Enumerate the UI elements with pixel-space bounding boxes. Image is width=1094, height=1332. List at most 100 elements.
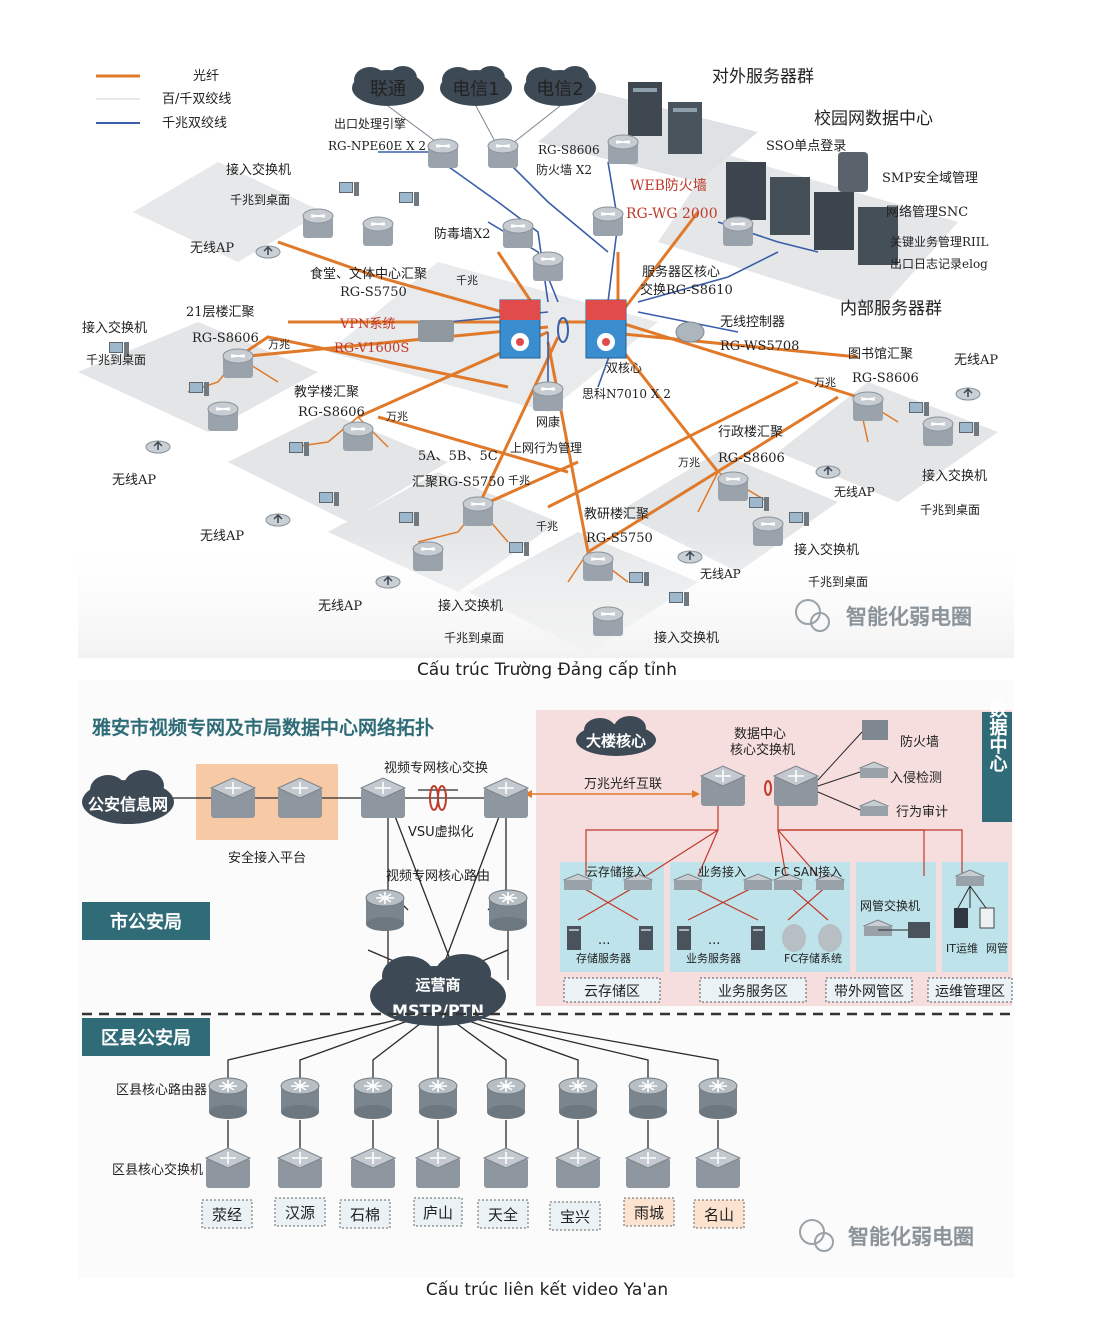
label-antivirus: 防毒墙X2 <box>434 226 491 242</box>
label-tengig: 万兆 <box>386 410 408 423</box>
label-outsvc: 对外服务器群 <box>712 67 814 87</box>
label-access-switch: 接入交换机 <box>654 630 719 646</box>
label-tengig: 万兆 <box>678 456 700 469</box>
dc-firewall <box>862 720 888 740</box>
wireless-ap-canteen <box>255 245 281 259</box>
label-gig-desk: 千兆到桌面 <box>230 193 290 207</box>
egress-engine-1 <box>427 138 459 169</box>
label-webfw1: WEB防火墙 <box>630 178 707 194</box>
label-tengig: 万兆 <box>268 338 290 351</box>
label-county-switch: 区县核心交换机 <box>112 1162 203 1178</box>
nms-laptop <box>979 907 995 929</box>
label-datacenter: 校园网数据中心 <box>814 109 933 129</box>
label-firewall: 防火墙 <box>900 734 939 750</box>
vpn-appliance <box>418 320 454 342</box>
county-bureau-label: 区县公安局 <box>101 1027 191 1049</box>
carrier-label-1: 运营商 <box>415 976 460 994</box>
teach-aggregation <box>342 421 374 452</box>
label-wireless-ap: 无线AP <box>700 567 741 581</box>
label-snc: 网络管理SNC <box>886 204 968 220</box>
it-ops-monitor <box>954 908 968 928</box>
county-name: 庐山 <box>423 1204 453 1222</box>
dual-core-switch-1 <box>499 299 541 359</box>
label-admin1: 行政楼汇聚 <box>718 425 783 440</box>
label-fc-storage: FC存储系统 <box>784 951 842 965</box>
label-webfw2: RG-WG 2000 <box>626 206 718 222</box>
label-wireless-ap: 无线AP <box>834 485 875 499</box>
server-cluster-datacenter <box>726 152 898 265</box>
watermark: 智能化弱电圈 <box>799 1219 974 1252</box>
biz-server <box>677 926 691 950</box>
label-research1: 教研楼汇聚 <box>584 506 649 522</box>
label-access-switch: 接入交换机 <box>794 542 859 558</box>
label-gig: 千兆 <box>456 274 478 287</box>
county-name: 石棉 <box>350 1206 380 1224</box>
label-sso: SSO单点登录 <box>766 139 846 154</box>
county-box-bg <box>549 1201 601 1231</box>
label-b21-2: RG-S8606 <box>192 331 259 346</box>
cloud-unicom-label: 联通 <box>370 79 406 100</box>
label-smp: SMP安全域管理 <box>882 170 978 186</box>
zone-cloud-storage: 云存储区 <box>584 984 640 1000</box>
label-dc-core1: 数据中心 <box>734 727 786 742</box>
county-name: 天全 <box>488 1206 518 1224</box>
county-box-bg <box>201 1199 253 1229</box>
legend-cat-100-1000: 百/千双绞线 <box>162 91 231 107</box>
wireless-ap-research <box>677 550 703 564</box>
cloud-unicom: 联通 <box>352 66 424 106</box>
county-router <box>628 1077 668 1120</box>
label-guard2: 上网行为管理 <box>510 440 582 455</box>
label-access-switch: 接入交换机 <box>226 162 291 178</box>
label-ids: 入侵检测 <box>890 770 942 786</box>
label-wireless-ap: 无线AP <box>112 473 156 488</box>
label-access-switch: 接入交换机 <box>438 598 503 614</box>
label-ellipsis: ... <box>598 933 610 948</box>
county-router <box>418 1077 458 1120</box>
label-research2: RG-S5750 <box>586 531 653 546</box>
label-core-router: 视频专网核心路由 <box>386 868 490 884</box>
cloud-telecom2: 电信2 <box>524 66 596 106</box>
label-teach2: RG-S8606 <box>298 405 365 420</box>
firewall-s8606 <box>607 134 639 165</box>
county-router <box>558 1077 598 1120</box>
label-biz-access: 业务接入 <box>698 864 746 879</box>
label-dc-core2: 核心交换机 <box>730 742 795 758</box>
label-secure-access: 安全接入平台 <box>228 850 306 866</box>
label-riil: 关键业务管理RIIL <box>890 234 989 249</box>
label-wireless-ap: 无线AP <box>200 529 244 544</box>
diagram2-labels: 安全接入平台 视频专网核心交换 VSU虚拟化 视频专网核心路由 万兆光纤互联 数… <box>112 727 1008 1178</box>
city-bureau-box: 市公安局 <box>82 902 210 940</box>
label-nms: 网管 <box>986 941 1008 955</box>
canteen-aggregation <box>362 216 394 247</box>
web-firewall <box>592 206 624 237</box>
label-lib2: RG-S8606 <box>852 371 919 386</box>
label-b21-1: 21层楼汇聚 <box>186 305 255 320</box>
access-switch-canteen <box>302 208 334 239</box>
cloud-carrier: 运营商 MSTP/PTN <box>370 954 506 1026</box>
label-tengig: 万兆 <box>814 376 836 389</box>
library-aggregation <box>852 391 884 422</box>
label-biz-srv: 业务服务器 <box>686 952 741 965</box>
cloud-telecom1-label: 电信1 <box>452 79 499 100</box>
label-dualcore1: 双核心 <box>606 361 642 375</box>
label-wireless-ap: 无线AP <box>190 241 234 256</box>
network-devices <box>109 134 981 637</box>
biz-server <box>751 926 765 950</box>
county-name: 名山 <box>704 1206 734 1224</box>
b5abc-aggregation <box>462 496 494 527</box>
zone-biz-service: 业务服务区 <box>718 984 788 1000</box>
zone-labels: 云存储区 业务服务区 带外网管区 运维管理区 <box>563 977 1013 1003</box>
label-gig-desk: 千兆到桌面 <box>808 575 868 589</box>
wireless-controller <box>675 321 705 343</box>
label-gig-desk: 千兆到桌面 <box>444 631 504 645</box>
wireless-ap-library <box>955 387 981 401</box>
dc-side-label: 数据中心 <box>987 699 1008 772</box>
yaan-video-network-diagram: 雅安市视频专网及市局数据中心网络拓扑 <box>78 680 1014 1278</box>
county-box-bg <box>477 1199 529 1229</box>
label-cloud-access: 云存储接入 <box>586 864 646 879</box>
storage-server <box>639 926 653 950</box>
fc-storage-disk <box>818 924 842 952</box>
label-s8606fw1: RG-S8606 <box>538 143 600 157</box>
netkang-behavior-mgmt <box>532 381 564 412</box>
label-srvcore1: 服务器区核心 <box>642 264 720 280</box>
